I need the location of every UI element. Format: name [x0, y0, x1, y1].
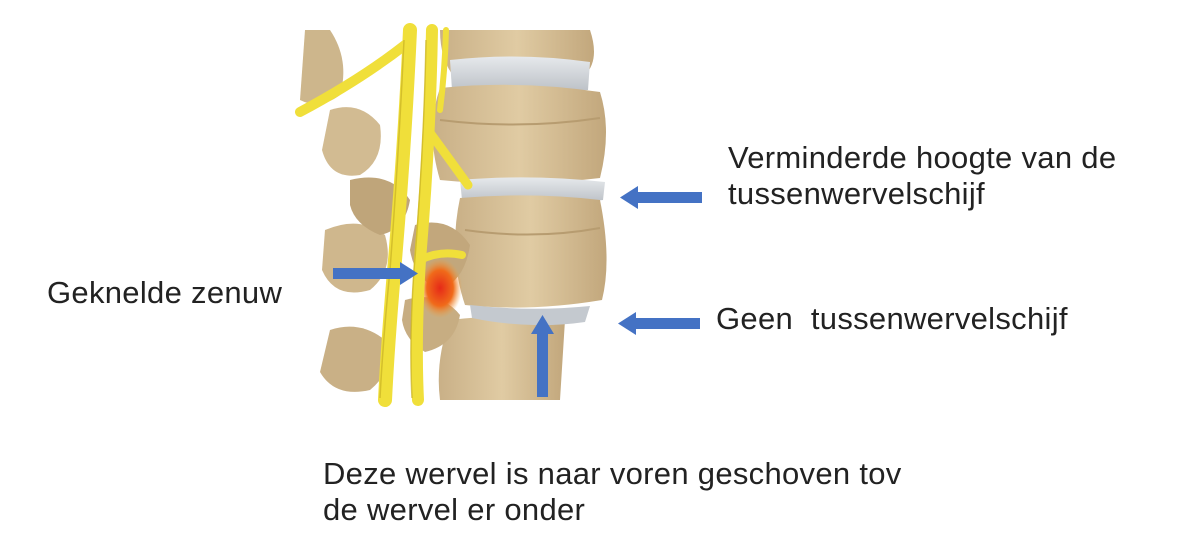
inflammation-spot — [418, 258, 462, 318]
arrow-disc-height — [620, 186, 702, 209]
disc-top — [450, 56, 590, 94]
label-pinched-nerve: Geknelde zenuw — [47, 275, 283, 310]
label-vertebra-shift-line1: Deze wervel is naar voren geschoven tov — [323, 456, 902, 491]
label-no-disc: Geen tussenwervelschijf — [716, 301, 1068, 336]
arrow-no-disc — [618, 312, 700, 335]
vertebra-shifted — [455, 195, 607, 308]
arrow-pinched-nerve — [333, 262, 418, 285]
label-disc-height: Verminderde hoogte van de tussenwervelsc… — [728, 140, 1168, 212]
disc-absent — [470, 305, 590, 326]
vertebra-bottom — [438, 316, 565, 400]
vertebra-second — [432, 84, 606, 184]
label-disc-height-line1: Verminderde hoogte van de — [728, 140, 1117, 175]
label-vertebra-shift: Deze wervel is naar voren geschoven tov … — [323, 456, 963, 528]
label-disc-height-line2: tussenwervelschijf — [728, 176, 985, 211]
nerve-bundle — [295, 23, 473, 407]
label-vertebra-shift-line2: de wervel er onder — [323, 492, 586, 527]
arrow-vertebra-up — [531, 315, 554, 397]
